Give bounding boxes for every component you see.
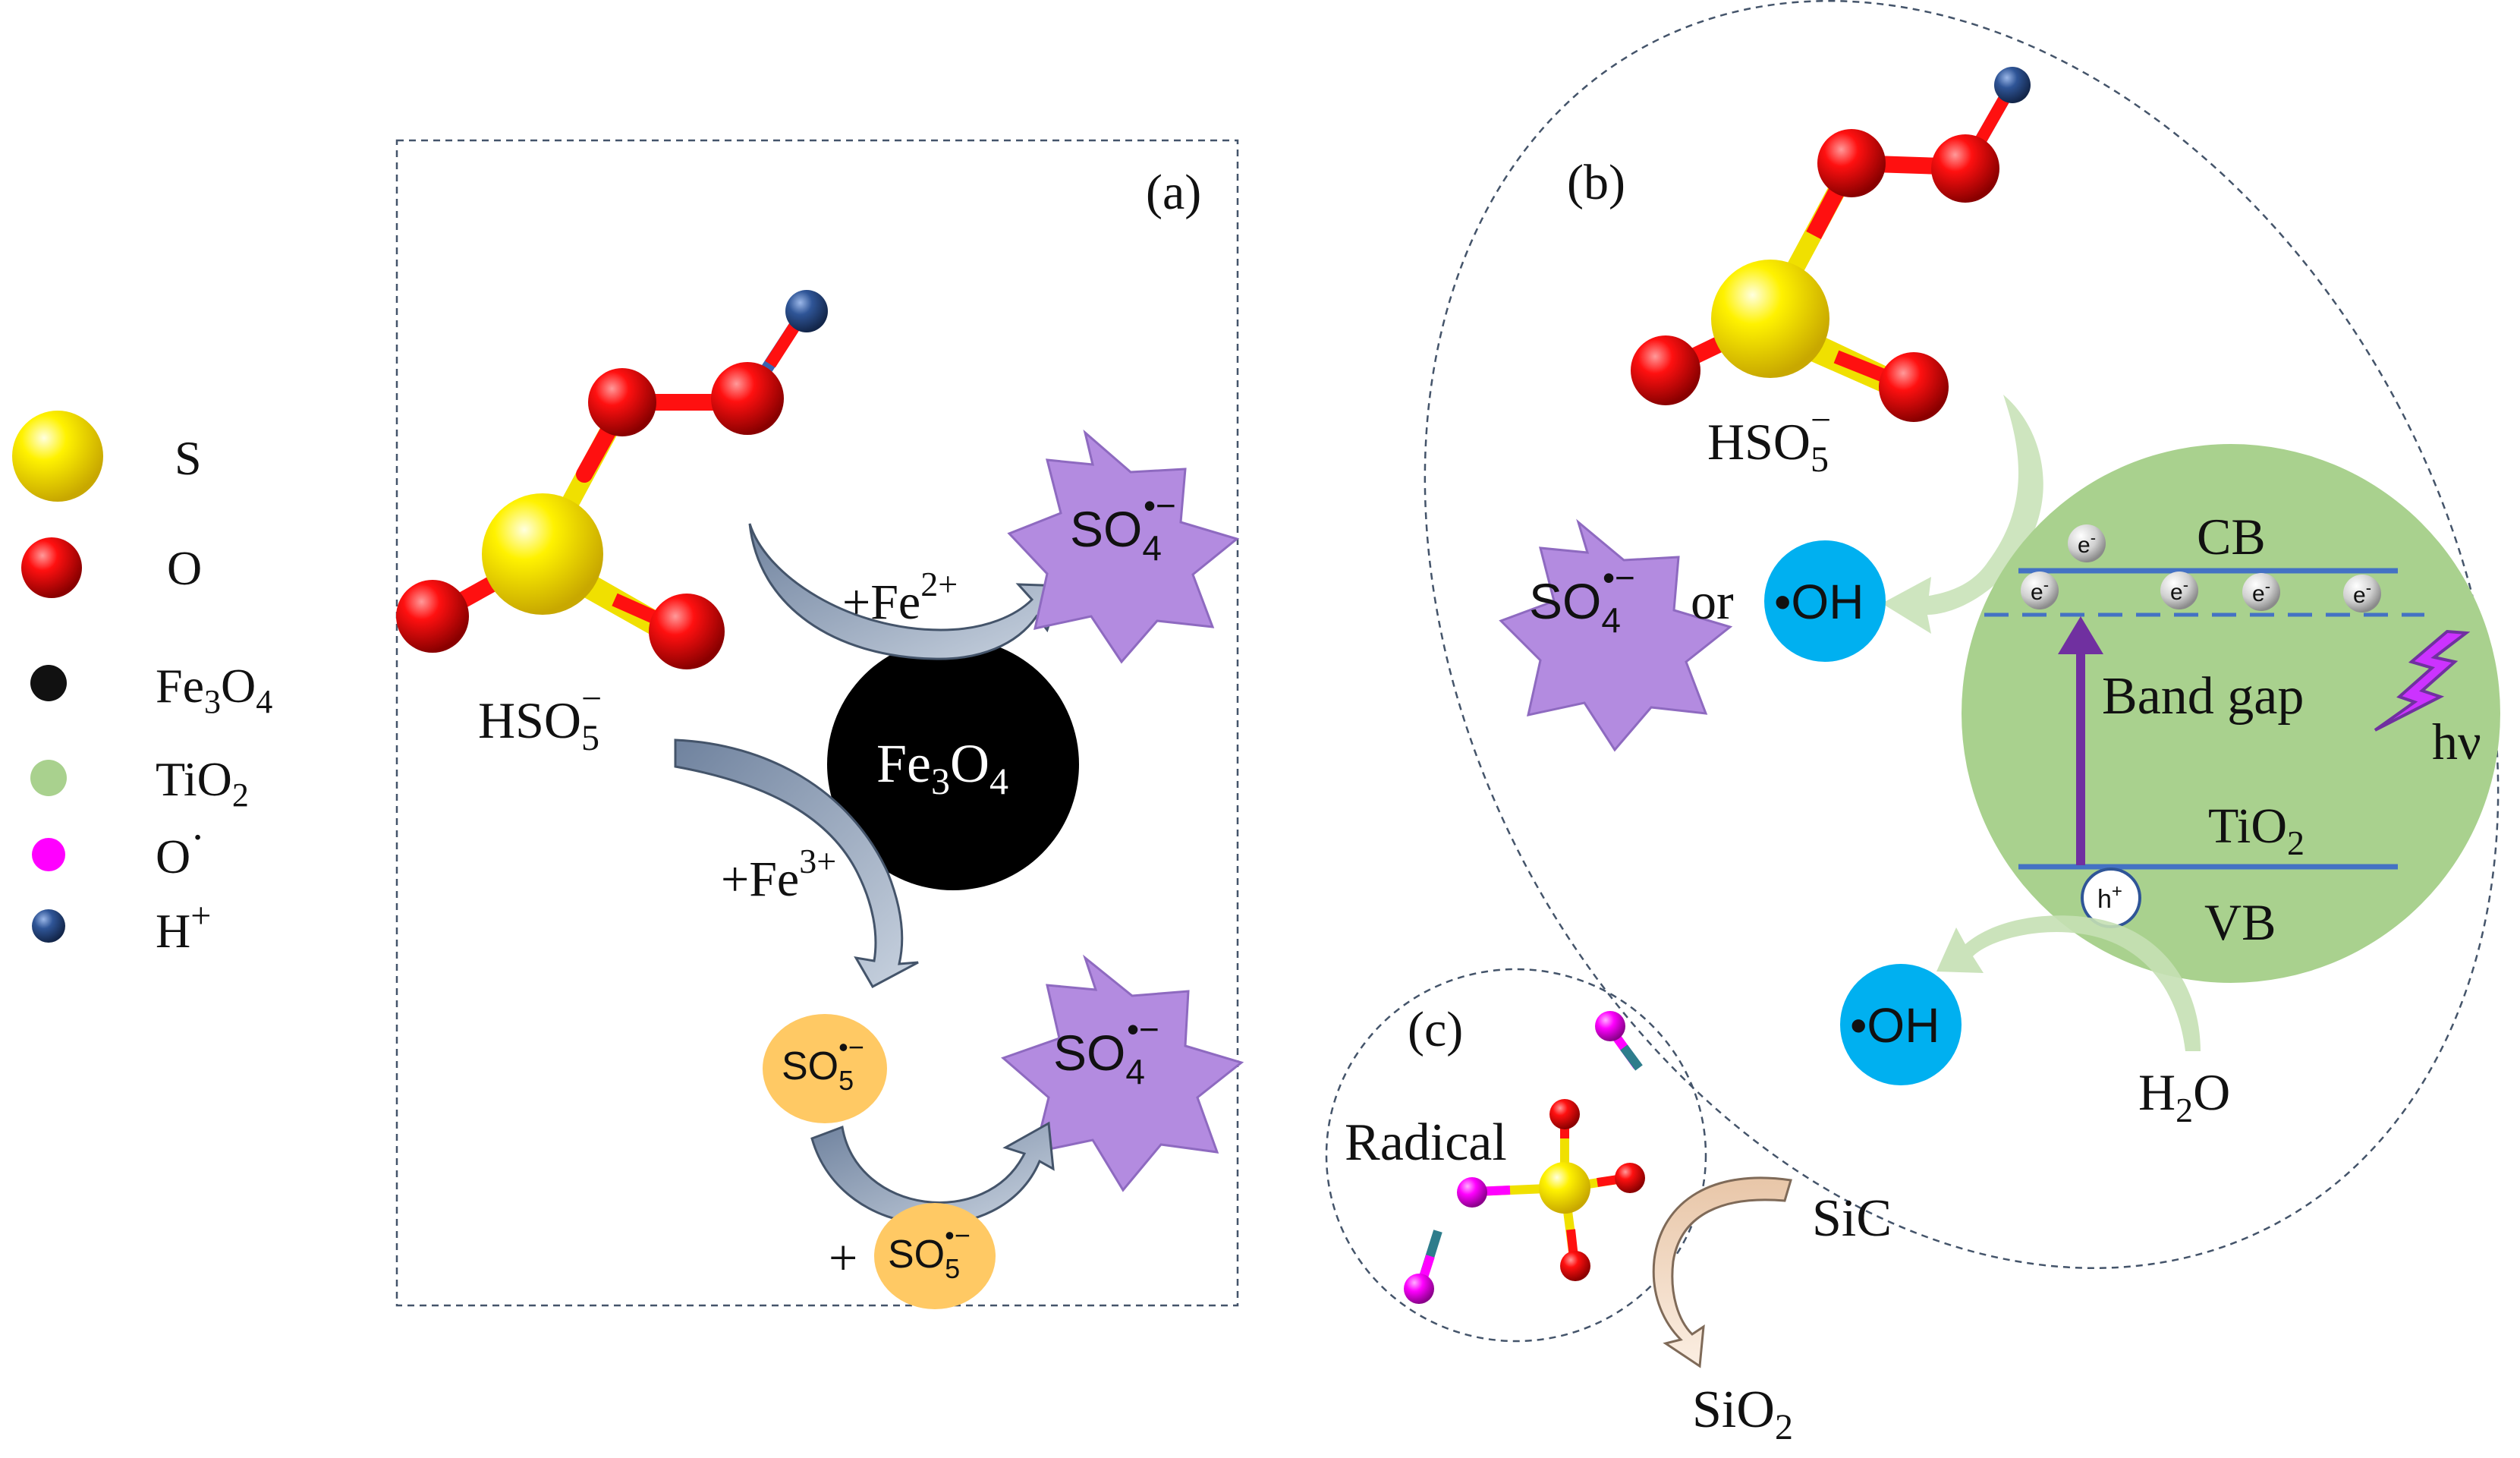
panel-b-cb-label: CB [2197,508,2266,565]
legend: S O Fe3O4 TiO2 O· H+ [12,411,272,958]
panel-c-radical-label: Radical [1345,1113,1507,1172]
panel-b-or: or [1691,572,1734,630]
legend-label-fe3o4: Fe3O4 [156,659,272,720]
panel-a-plus: + [829,1229,857,1286]
legend-label-o-radical: O· [156,814,205,883]
panel-a-arrow-so5 [810,1121,1055,1226]
panel-b-electron [2242,573,2280,611]
panel-b-hso5-label: HSO5− [1707,400,1831,480]
panel-c-oh-radical-top [1595,1011,1643,1071]
panel-a-hso5-molecule [396,290,828,669]
panel-b-electron-label: e- [2031,575,2049,605]
panel-b-electron-label: e- [2353,578,2371,608]
panel-a-hso5-label: HSO5− [478,679,602,758]
panel-b-hso5-molecule [1631,67,2031,422]
panel-a-so5-bottom-label: SO5•− [888,1220,971,1284]
panel-b-hole-label: h+ [2097,881,2122,914]
panel-b-bandgap-arrow-head [2058,616,2103,654]
panel-a: (a) HSO5− Fe3O4 +Fe2+ +Fe3+ [395,139,1244,1309]
panel-b-vb-label: VB [2204,893,2276,951]
legend-oxygen-ball [21,537,82,598]
panel-b-electron-label: e- [2170,575,2188,605]
panel-b-so4-star [1499,518,1733,752]
panel-c-oh-radical-bottom [1404,1230,1442,1304]
panel-b-frame [1424,0,2500,1270]
panel-b-electron [2160,572,2198,609]
panel-b-oh-bottom-label: •OH [1850,998,1940,1053]
panel-c-sio2-label: SiO2 [1692,1381,1793,1447]
panel-c-radical-molecule [1457,1099,1645,1281]
panel-c: (c) Radical [1325,968,1892,1447]
panel-b-oh-circle-top [1764,540,1886,662]
panel-b-electron-label: e- [2252,577,2270,606]
panel-a-so5-blob-bottom [874,1203,996,1309]
legend-fe3o4-dot [30,665,67,701]
panel-a-arrow-fe3 [674,738,919,989]
panel-a-so5-blob-left [763,1014,887,1123]
panel-b-so4-label: SO4•− [1529,558,1635,640]
panel-c-arrow [1652,1176,1792,1368]
panel-a-so4-star-bottom [1001,954,1244,1192]
legend-label-s: S [175,431,202,485]
legend-label-o: O [167,541,202,595]
panel-b-arrow-bottom [1936,915,2201,1051]
panel-a-fe3-label: +Fe3+ [721,842,836,907]
panel-b-tio2-label: TiO2 [2208,798,2304,862]
panel-a-arrow-fe2 [748,523,1065,660]
legend-h-dot [32,909,65,943]
panel-b-oh-circle-bottom [1840,964,1962,1085]
panel-b-hv-label: hν [2432,713,2481,770]
legend-tio2-dot [30,760,67,796]
legend-o-radical-dot [32,838,65,871]
panel-b: (b) HSO5− CB Band g [1424,0,2500,1270]
legend-sulfur-ball [12,411,103,502]
panel-a-label: (a) [1146,165,1201,220]
panel-a-fe3o4-label: Fe3O4 [876,733,1008,802]
panel-b-label: (b) [1567,155,1625,210]
panel-a-so5-left-label: SO5•− [782,1031,864,1096]
panel-b-electron [2068,524,2106,562]
panel-b-electron-label: e- [2078,528,2096,558]
panel-c-sic-label: SiC [1812,1189,1892,1248]
legend-label-tio2: TiO2 [156,752,249,814]
panel-b-bandgap-label: Band gap [2102,667,2304,726]
panel-b-electron [2021,572,2059,609]
panel-a-fe2-label: +Fe2+ [842,565,958,630]
panel-a-frame [395,139,1239,1307]
panel-c-frame [1325,968,1707,1343]
panel-a-fe3o4-particle [827,638,1079,890]
panel-a-so4-bottom-label: SO4•− [1053,1009,1159,1091]
lightning-icon [2374,629,2471,732]
panel-b-oh-top-label: •OH [1774,575,1864,629]
legend-label-h: H+ [156,896,211,958]
panel-b-h2o-label: H2O [2138,1063,2230,1129]
panel-b-electrons: e- e- e- e- e- [2021,524,2381,612]
panel-a-so4-top-label: SO4•− [1070,486,1176,568]
panel-b-electron [2343,575,2381,612]
panel-c-label: (c) [1408,1002,1463,1057]
panel-a-so4-star-top [1007,429,1240,664]
